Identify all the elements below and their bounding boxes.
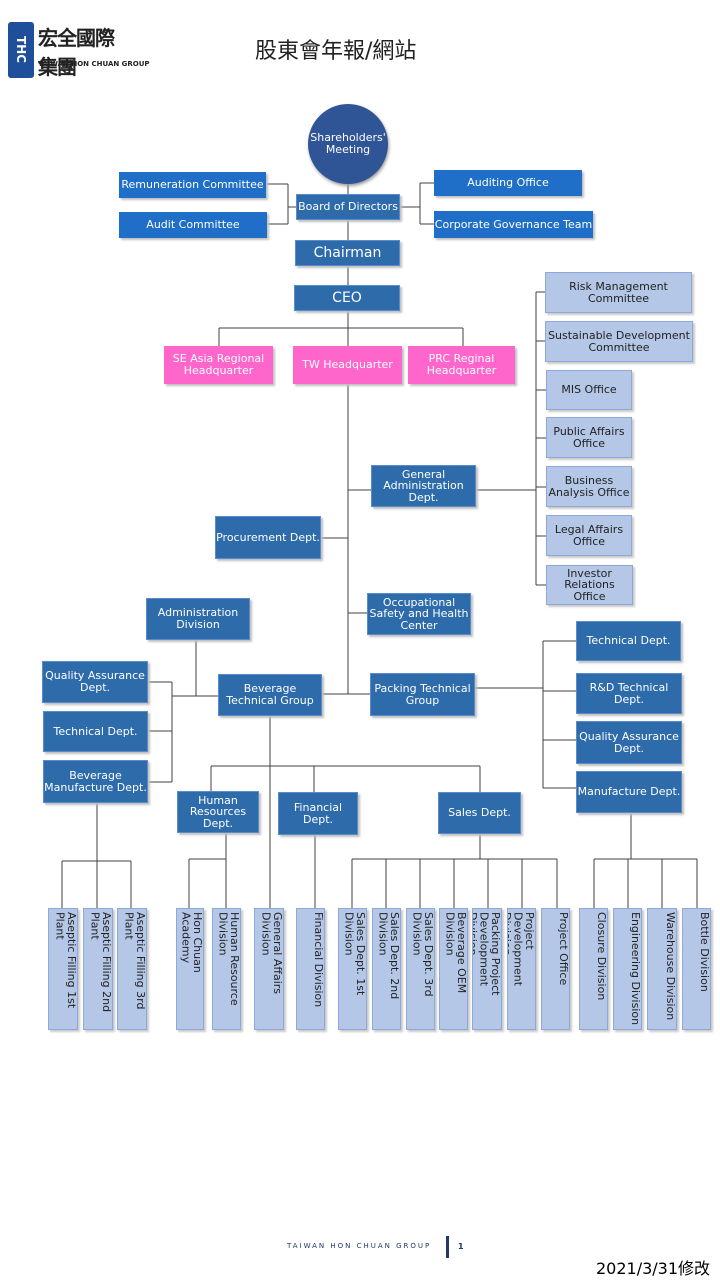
node-auditing-office: Auditing Office [434, 170, 582, 196]
division-aseptic-filling-3rd-plant: Aseptic Filling 3rd Plant [117, 908, 147, 1030]
node-bev-quality-assurance-dept: Quality Assurance Dept. [42, 661, 148, 703]
revision-date: 2021/3/31修改 [596, 1259, 711, 1278]
division-human-resource: Human Resource Division [212, 908, 241, 1030]
node-administration-division: Administration Division [146, 598, 250, 640]
node-board-of-directors: Board of Directors [296, 194, 400, 220]
node-legal-affairs-office: Legal Affairs Office [546, 515, 632, 556]
division-packing-project-development: Packing Project Development Division [472, 908, 502, 1030]
logo-english-name: TAIWAN HON CHUAN GROUP [38, 60, 150, 68]
node-sales-dept: Sales Dept. [438, 792, 521, 834]
division-project-development: Project Development Division [507, 908, 536, 1030]
node-pack-technical-dept: Technical Dept. [576, 621, 681, 661]
node-pack-quality-assurance-dept: Quality Assurance Dept. [576, 721, 682, 764]
node-beverage-technical-group: Beverage Technical Group [218, 674, 322, 716]
division-sales-2nd: Sales Dept. 2nd Division [372, 908, 401, 1030]
footer-company-name: TAIWAN HON CHUAN GROUP [287, 1242, 432, 1250]
node-chairman: Chairman [295, 240, 400, 266]
node-beverage-manufacture-dept: Beverage Manufacture Dept. [43, 760, 148, 803]
node-pack-rd-technical-dept: R&D Technical Dept. [576, 673, 682, 714]
node-bev-technical-dept: Technical Dept. [43, 711, 148, 752]
node-se-asia-hq: SE Asia Regional Headquarter [164, 346, 273, 384]
node-human-resources-dept: Human Resources Dept. [177, 791, 259, 833]
division-project-office: Project Office [541, 908, 570, 1030]
logo-mark: THC [8, 22, 34, 78]
node-risk-management-committee: Risk Management Committee [545, 272, 692, 313]
node-ceo: CEO [294, 285, 400, 311]
division-sales-1st: Sales Dept. 1st Division [338, 908, 367, 1030]
node-mis-office: MIS Office [546, 370, 632, 410]
node-tw-hq: TW Headquarter [293, 346, 402, 384]
node-general-administration-dept: General Administration Dept. [371, 465, 476, 507]
division-warehouse: Warehouse Division [647, 908, 677, 1030]
node-shareholders-meeting: Shareholders' Meeting [308, 104, 388, 184]
division-hon-chuan-academy: Hon Chuan Academy [176, 908, 204, 1030]
division-engineering: Engineering Division [613, 908, 642, 1030]
node-business-analysis-office: Business Analysis Office [546, 466, 632, 507]
company-logo: THC 宏全國際集團 TAIWAN HON CHUAN GROUP [8, 20, 150, 80]
division-sales-3rd: Sales Dept. 3rd Division [406, 908, 435, 1030]
node-sustainable-development-committee: Sustainable Development Committee [545, 321, 693, 362]
division-aseptic-filling-1st-plant: Aseptic Filling 1st Plant [48, 908, 78, 1030]
node-occupational-safety-center: Occupational Safety and Health Center [367, 593, 471, 635]
division-beverage-oem: Beverage OEM Division [439, 908, 468, 1030]
node-public-affairs-office: Public Affairs Office [546, 417, 632, 458]
node-pack-manufacture-dept: Manufacture Dept. [576, 771, 682, 813]
node-corporate-governance-team: Corporate Governance Team [434, 211, 593, 238]
node-audit-committee: Audit Committee [119, 212, 267, 238]
division-financial: Financial Division [296, 908, 325, 1030]
footer-page-number: 1 [458, 1242, 464, 1251]
division-bottle: Bottle Division [682, 908, 711, 1030]
footer-divider [446, 1236, 449, 1258]
node-prc-hq: PRC Reginal Headquarter [408, 346, 515, 384]
division-general-affairs: General Affairs Division [254, 908, 284, 1030]
node-remuneration-committee: Remuneration Committee [119, 172, 266, 198]
page-title: 股東會年報/網站 [255, 39, 417, 64]
node-investor-relations-office: Investor Relations Office [546, 565, 633, 605]
logo-chinese-name: 宏全國際集團 [38, 26, 115, 79]
node-packing-technical-group: Packing Technical Group [370, 673, 475, 716]
node-procurement-dept: Procurement Dept. [215, 516, 321, 559]
division-aseptic-filling-2nd-plant: Aseptic Filling 2nd Plant [83, 908, 113, 1030]
node-financial-dept: Financial Dept. [278, 792, 358, 835]
division-closure: Closure Division [579, 908, 608, 1030]
